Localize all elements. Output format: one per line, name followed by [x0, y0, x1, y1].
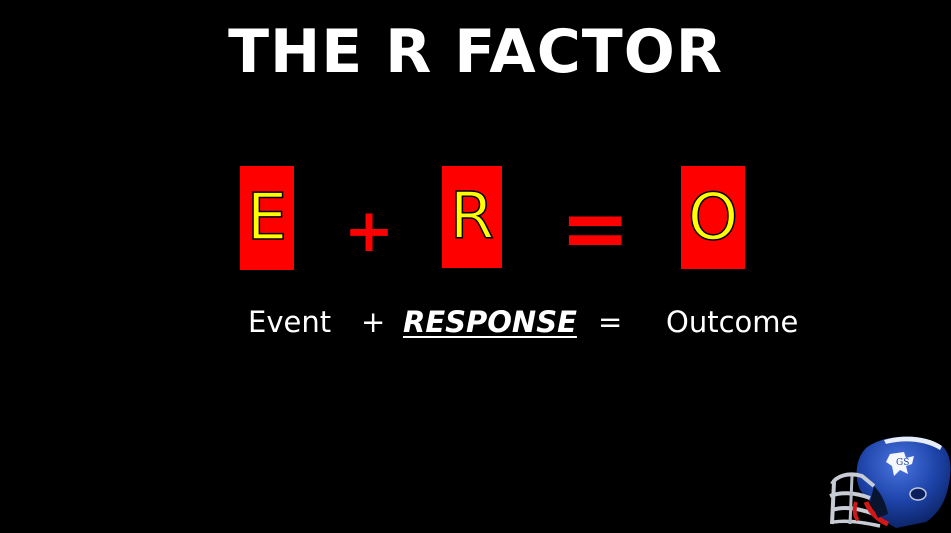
outcome-letter-box: O: [681, 166, 745, 269]
outcome-word: Outcome: [666, 305, 799, 339]
response-letter: R: [449, 180, 495, 254]
event-letter-box: E: [240, 166, 294, 270]
response-word: RESPONSE: [403, 305, 577, 339]
event-word: Event: [248, 305, 332, 339]
equals-word: =: [598, 305, 623, 339]
plus-operator: +: [343, 196, 395, 266]
football-helmet-icon: GS: [829, 436, 951, 528]
outcome-letter: O: [687, 180, 739, 255]
response-letter-box: R: [442, 166, 502, 268]
slide-title: THE R FACTOR: [228, 17, 723, 87]
svg-text:GS: GS: [896, 458, 909, 468]
equals-operator: =: [560, 179, 631, 277]
plus-word: +: [361, 305, 386, 339]
event-letter: E: [246, 181, 288, 255]
